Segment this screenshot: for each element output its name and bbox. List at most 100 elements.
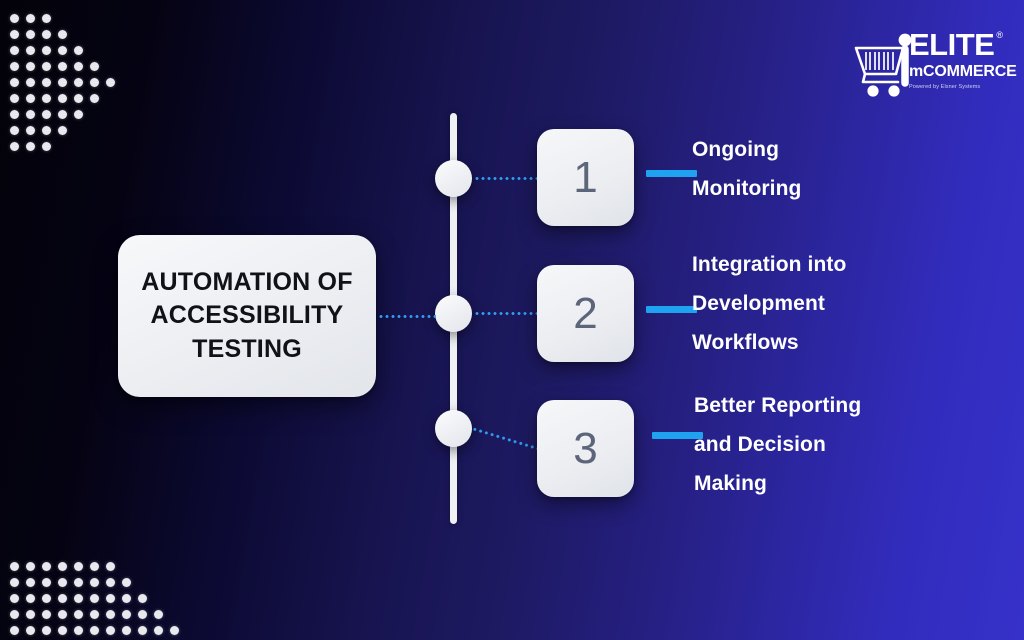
decorative-dot: [26, 14, 35, 23]
step-number-card-1: 1: [537, 129, 634, 226]
decorative-dot: [10, 78, 19, 87]
decorative-dot: [106, 610, 115, 619]
decorative-dot: [58, 110, 67, 119]
decorative-dot: [90, 94, 99, 103]
decorative-dot-row: [10, 110, 122, 126]
step-label-1: Ongoing Monitoring: [692, 138, 802, 201]
decorative-dot: [10, 14, 19, 23]
brand-elite-row: ELITE ®: [909, 29, 1017, 60]
decorative-dot-row: [10, 610, 186, 626]
decorative-dot: [42, 562, 51, 571]
decorative-dot: [58, 126, 67, 135]
decorative-dot: [58, 594, 67, 603]
decorative-dot: [138, 610, 147, 619]
decorative-dot: [10, 626, 19, 635]
decorative-dot: [90, 78, 99, 87]
decorative-dot: [26, 142, 35, 151]
decorative-dot: [90, 626, 99, 635]
decorative-dot: [138, 594, 147, 603]
decorative-dot: [74, 578, 83, 587]
decorative-dot: [74, 110, 83, 119]
decorative-dot-grid-top-left: [10, 14, 122, 158]
decorative-dot: [10, 62, 19, 71]
decorative-dot: [42, 578, 51, 587]
shopping-cart-icon: [854, 33, 912, 97]
decorative-dot: [154, 610, 163, 619]
decorative-dot: [10, 94, 19, 103]
decorative-dot: [74, 78, 83, 87]
decorative-dot: [90, 578, 99, 587]
decorative-dot: [90, 62, 99, 71]
decorative-dot-row: [10, 562, 186, 578]
step-number-card-2: 2: [537, 265, 634, 362]
decorative-dot: [58, 30, 67, 39]
decorative-dot: [90, 594, 99, 603]
decorative-dot: [42, 626, 51, 635]
main-title-card: AUTOMATION OF ACCESSIBILITY TESTING: [118, 235, 376, 397]
step-label-2: Integration into Development Workflows: [692, 253, 847, 355]
brand-logo-text-block: ELITE ® mCOMMERCE Powered by Elsner Syst…: [909, 29, 1017, 91]
decorative-dot: [26, 578, 35, 587]
decorative-dot-row: [10, 578, 186, 594]
decorative-dot-row: [10, 142, 122, 158]
decorative-dot: [10, 142, 19, 151]
decorative-dot: [42, 126, 51, 135]
decorative-dot: [10, 610, 19, 619]
decorative-dot: [42, 78, 51, 87]
decorative-dot: [10, 110, 19, 119]
decorative-dot: [74, 62, 83, 71]
decorative-dot: [74, 610, 83, 619]
decorative-dot: [42, 610, 51, 619]
decorative-dot: [26, 78, 35, 87]
connector-node3-to-card3: [471, 427, 540, 451]
decorative-dot: [74, 594, 83, 603]
decorative-dot: [106, 578, 115, 587]
decorative-dot: [170, 626, 179, 635]
step-number-1: 1: [573, 152, 598, 202]
decorative-dot: [42, 142, 51, 151]
decorative-dot: [106, 626, 115, 635]
accent-dash-1: [646, 170, 697, 177]
registered-trademark-icon: ®: [996, 30, 1003, 40]
decorative-dot: [26, 46, 35, 55]
decorative-dot: [74, 626, 83, 635]
timeline-node-3: [435, 410, 472, 447]
decorative-dot: [122, 626, 131, 635]
decorative-dot: [58, 46, 67, 55]
decorative-dot: [10, 578, 19, 587]
decorative-dot: [106, 594, 115, 603]
decorative-dot-row: [10, 626, 186, 640]
decorative-dot: [26, 594, 35, 603]
decorative-dot-row: [10, 78, 122, 94]
step-number-card-3: 3: [537, 400, 634, 497]
step-number-2: 2: [573, 288, 598, 338]
decorative-dot: [42, 94, 51, 103]
decorative-dot: [10, 126, 19, 135]
decorative-dot-grid-bottom-left: [10, 562, 186, 640]
decorative-dot: [10, 562, 19, 571]
connector-node1-to-card1: [474, 177, 538, 180]
decorative-dot: [58, 626, 67, 635]
decorative-dot: [90, 562, 99, 571]
decorative-dot-row: [10, 94, 122, 110]
decorative-dot: [26, 626, 35, 635]
decorative-dot: [42, 46, 51, 55]
decorative-dot: [10, 30, 19, 39]
decorative-dot: [106, 78, 115, 87]
decorative-dot: [58, 94, 67, 103]
decorative-dot: [42, 594, 51, 603]
decorative-dot: [74, 46, 83, 55]
decorative-dot: [26, 30, 35, 39]
decorative-dot: [26, 62, 35, 71]
decorative-dot: [154, 626, 163, 635]
decorative-dot: [58, 78, 67, 87]
decorative-dot-row: [10, 594, 186, 610]
decorative-dot: [42, 14, 51, 23]
step-number-3: 3: [573, 423, 598, 473]
decorative-dot: [10, 594, 19, 603]
brand-name: ELITE: [909, 27, 995, 62]
brand-subtitle: mCOMMERCE: [909, 63, 1017, 80]
decorative-dot: [58, 578, 67, 587]
decorative-dot: [90, 610, 99, 619]
